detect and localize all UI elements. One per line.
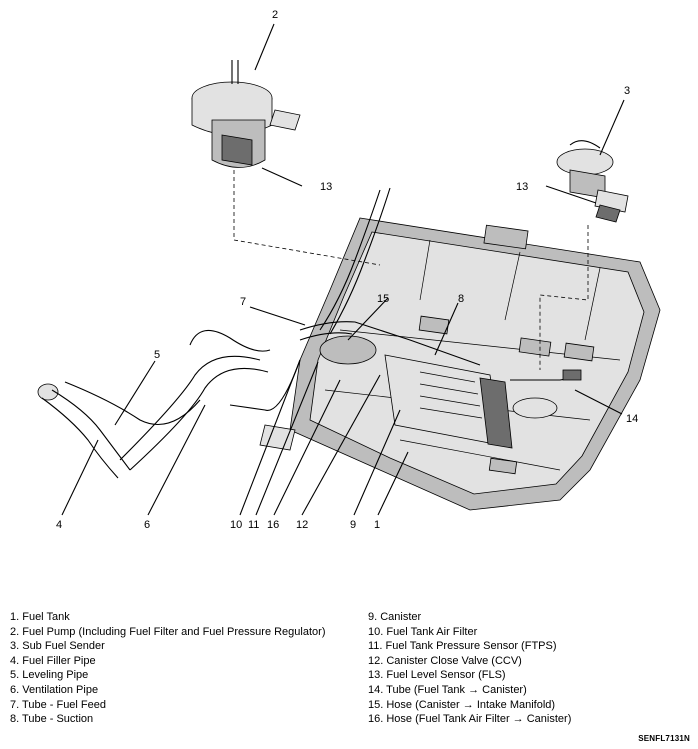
callout-8: 8 bbox=[458, 293, 464, 305]
callout-5: 5 bbox=[154, 349, 160, 361]
callout-2: 2 bbox=[272, 9, 278, 21]
legend-item: 10. Fuel Tank Air Filter bbox=[368, 625, 478, 638]
callout-14: 14 bbox=[626, 413, 638, 425]
callout-13-sender: 13 bbox=[516, 181, 528, 193]
legend-item: 3. Sub Fuel Sender bbox=[10, 640, 105, 653]
legend-item: 4. Fuel Filler Pipe bbox=[10, 654, 96, 667]
legend-item: 6. Ventilation Pipe bbox=[10, 683, 99, 696]
callout-3: 3 bbox=[624, 85, 630, 97]
legend-left-column: 1. Fuel Tank 2. Fuel Pump (Including Fue… bbox=[10, 610, 325, 727]
legend-item: 15. Hose (Canister → Intake Manifold) bbox=[368, 698, 556, 711]
sub-fuel-sender bbox=[556, 140, 629, 223]
legend-right-column: 9. Canister 10. Fuel Tank Air Filter 11.… bbox=[368, 610, 571, 727]
canister bbox=[384, 354, 513, 449]
legend-item: 13. Fuel Level Sensor (FLS) bbox=[368, 669, 506, 682]
legend-item: 1. Fuel Tank bbox=[10, 611, 70, 623]
legend-item: 8. Tube - Suction bbox=[10, 713, 94, 726]
fuel-system-diagram: 2 3 13 13 7 15 8 5 14 4 6 10 11 16 12 9 … bbox=[37, 9, 661, 531]
callout-15: 15 bbox=[377, 293, 389, 305]
callout-13-pump: 13 bbox=[320, 181, 332, 193]
legend-item: 7. Tube - Fuel Feed bbox=[10, 698, 106, 711]
legend-item: 11. Fuel Tank Pressure Sensor (FTPS) bbox=[368, 640, 557, 653]
legend-item: 2. Fuel Pump (Including Fuel Filter and … bbox=[10, 625, 326, 638]
legend-item: 9. Canister bbox=[368, 611, 422, 623]
callout-7: 7 bbox=[240, 296, 246, 308]
callout-6: 6 bbox=[144, 519, 150, 531]
legend-item: 12. Canister Close Valve (CCV) bbox=[368, 654, 522, 667]
tank-tubes bbox=[259, 187, 582, 451]
callout-16: 16 bbox=[267, 519, 279, 531]
callout-11: 11 bbox=[248, 519, 259, 531]
legend-item: 14. Tube (Fuel Tank → Canister) bbox=[368, 683, 527, 696]
callout-9: 9 bbox=[350, 519, 356, 531]
filler-pipes bbox=[37, 329, 301, 479]
callout-12: 12 bbox=[296, 519, 308, 531]
callout-1: 1 bbox=[374, 519, 380, 531]
callout-4: 4 bbox=[56, 519, 62, 531]
leader-lines bbox=[61, 23, 625, 516]
legend-item: 16. Hose (Fuel Tank Air Filter → Caniste… bbox=[368, 713, 572, 726]
fuel-tank bbox=[289, 217, 661, 511]
legend-item: 5. Leveling Pipe bbox=[10, 669, 89, 682]
fuel-pump bbox=[191, 60, 301, 168]
figure-code: SENFL7131N bbox=[638, 734, 690, 743]
dashed-reference-lines bbox=[233, 170, 589, 370]
callout-10: 10 bbox=[230, 519, 242, 531]
